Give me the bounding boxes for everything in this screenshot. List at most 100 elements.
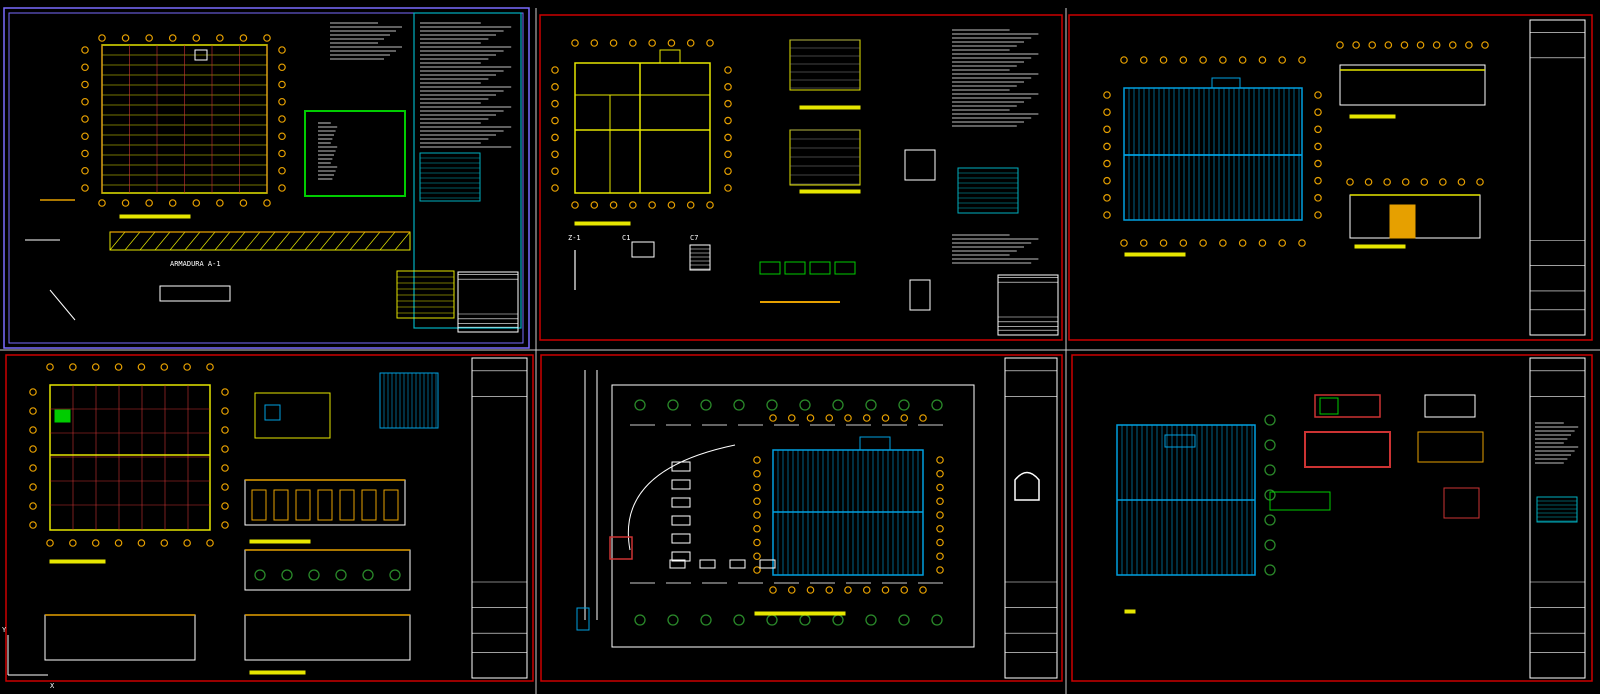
grid-bubble	[787, 414, 796, 422]
grid-bubble	[881, 586, 890, 594]
grid-bubble	[168, 34, 177, 42]
structural-notes-panel	[413, 12, 522, 329]
truss-detail-a	[159, 285, 231, 302]
grid-bubble	[263, 34, 271, 42]
tree-symbol	[1264, 539, 1276, 551]
grid-bubble	[278, 97, 286, 106]
grid-bubble	[1346, 178, 1354, 186]
grid-bubble	[1278, 239, 1287, 247]
grid-bubble	[29, 483, 37, 491]
grid-bubble	[753, 552, 761, 561]
grid-bubble	[1159, 239, 1168, 247]
grid-bubble	[278, 184, 286, 192]
grid-bubble	[91, 539, 100, 547]
grid-bubble	[278, 115, 286, 123]
mezzanine-fixture	[264, 404, 281, 421]
parking-car	[671, 497, 691, 508]
truss-web	[394, 231, 411, 251]
foundation-notes-text-2	[952, 232, 1042, 267]
grid-bubble	[216, 199, 224, 207]
grid-bubble	[1439, 178, 1447, 186]
grid-bubble	[862, 586, 871, 594]
tree-symbol	[700, 614, 712, 626]
site-boundary	[611, 384, 975, 648]
grid-bubble	[121, 199, 130, 207]
grid-bubble	[753, 511, 761, 519]
sanitary-skylight	[1164, 434, 1196, 448]
sheet-2-frame[interactable]	[539, 14, 1063, 341]
grid-bubble	[1199, 239, 1207, 247]
tree-symbol	[832, 399, 844, 411]
grid-bubble	[806, 414, 815, 422]
grid-bubble	[551, 150, 559, 159]
tree-symbol	[335, 569, 347, 581]
grid-bubble	[221, 407, 229, 415]
tree-symbol	[1264, 464, 1276, 476]
parking-car	[671, 479, 691, 490]
grid-bubble	[81, 80, 89, 89]
tree-symbol	[1264, 514, 1276, 526]
grid-bubble	[551, 116, 559, 125]
tree-symbol	[634, 614, 646, 626]
grid-bubble	[769, 414, 777, 422]
tree-symbol	[634, 399, 646, 411]
grid-bubble	[724, 66, 732, 74]
grid-bubble	[936, 552, 944, 561]
sheet-6-frame[interactable]	[1071, 354, 1593, 682]
sheet-3-frame[interactable]	[1068, 14, 1593, 341]
manhole-plan	[1424, 394, 1476, 418]
longitudinal-section	[1339, 64, 1486, 106]
grid-bubble	[1476, 178, 1484, 186]
mezzanine-plan	[254, 392, 331, 439]
grid-bubble	[936, 469, 944, 478]
grid-bubble	[81, 166, 89, 175]
column-label-c7: C7	[690, 234, 698, 242]
sheet-1-frame[interactable]	[3, 7, 530, 349]
tree-symbol	[254, 569, 266, 581]
grid-bubble	[98, 34, 106, 42]
grid-bubble	[278, 46, 286, 54]
material-legend-table	[396, 270, 455, 319]
general-notes-text	[330, 20, 405, 60]
grid-bubble	[1139, 239, 1148, 247]
sheet-4-title-block	[471, 357, 528, 679]
grid-bubble	[551, 83, 559, 91]
truss-web	[244, 231, 261, 251]
grid-bubble	[724, 99, 732, 108]
grid-bubble	[844, 414, 852, 422]
grid-bubble	[145, 34, 153, 42]
grid-bubble	[936, 483, 944, 492]
tree-symbol	[308, 569, 320, 581]
grid-bubble	[571, 201, 579, 209]
sheet-4-frame[interactable]	[5, 354, 534, 682]
sheet-5-frame[interactable]	[540, 354, 1063, 682]
grid-bubble	[648, 201, 656, 209]
stair-footing	[659, 49, 681, 64]
grid-bubble	[724, 133, 732, 142]
grid-bubble	[239, 199, 248, 207]
tree-symbol	[898, 399, 910, 411]
rebar-schedule-table	[419, 152, 481, 202]
truss-web	[139, 231, 156, 251]
tree-symbol	[799, 614, 811, 626]
grid-bubble	[29, 426, 37, 434]
tree-symbol	[931, 614, 943, 626]
grid-bubble	[1465, 41, 1473, 49]
truss-web	[349, 231, 366, 251]
truss-web	[184, 231, 201, 251]
ucs-y-label: Y	[2, 626, 7, 634]
connection-detail-box	[304, 110, 406, 197]
truss-web	[214, 231, 231, 251]
grid-bubble	[183, 363, 191, 371]
grid-bubble	[919, 414, 927, 422]
grid-bubble	[1103, 194, 1111, 202]
parking-car	[671, 461, 691, 472]
truss-web	[304, 231, 321, 251]
column-plan-lower	[789, 129, 861, 186]
grid-bubble	[648, 39, 656, 47]
grid-bubble	[919, 586, 927, 594]
grid-bubble	[724, 150, 732, 159]
grid-bubble	[629, 201, 637, 209]
